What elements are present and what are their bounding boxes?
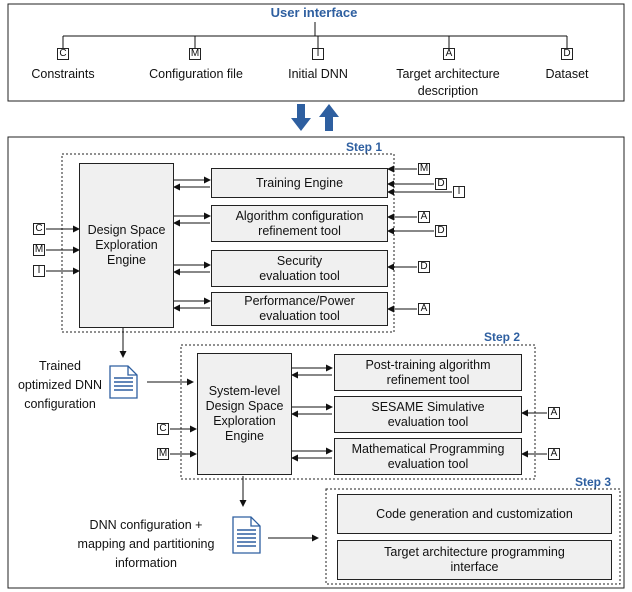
initial-dnn-tag: I — [312, 48, 324, 60]
math-tag-a: A — [548, 448, 560, 460]
code-generation-box: Code generation and customization — [337, 494, 612, 534]
algorithm-configuration-refinement-box: Algorithm configuration refinement tool — [211, 205, 388, 242]
sesame-simulative-box: SESAME Simulative evaluation tool — [334, 396, 522, 433]
dataset-tag: D — [561, 48, 573, 60]
security-evaluation-box: Security evaluation tool — [211, 250, 388, 287]
step1-frame — [61, 153, 395, 333]
down-arrow-icon — [291, 104, 311, 131]
engine1-input-m: M — [33, 244, 45, 256]
up-arrow-icon — [319, 104, 339, 131]
mathematical-programming-box: Mathematical Programming evaluation tool — [334, 438, 522, 475]
constraints-tag: C — [57, 48, 69, 60]
algorithm-tag-a: A — [418, 211, 430, 223]
mapping-configuration-label: DNN configuration + mapping and partitio… — [77, 518, 215, 570]
training-tag-i: I — [453, 186, 465, 198]
algorithm-tag-d: D — [435, 225, 447, 237]
user-interface-title: User interface — [270, 5, 358, 20]
engine1-input-i: I — [33, 265, 45, 277]
step2-title: Step 2 — [484, 330, 521, 344]
steps-frame — [7, 136, 625, 589]
design-space-exploration-engine: Design Space Exploration Engine — [79, 163, 174, 328]
target-architecture-tag: A — [443, 48, 455, 60]
trained-configuration-label: Trained optimized DNN configuration — [17, 359, 103, 411]
constraints-label: Constraints — [31, 67, 95, 81]
training-tag-d: D — [435, 178, 447, 190]
training-engine-box: Training Engine — [211, 168, 388, 198]
engine2-input-m: M — [157, 448, 169, 460]
document-icon — [232, 516, 261, 554]
step1-title: Step 1 — [346, 140, 383, 154]
configuration-file-tag: M — [189, 48, 201, 60]
document-icon — [109, 365, 138, 399]
dataset-label: Dataset — [545, 67, 589, 81]
target-architecture-label: Target architecture description — [396, 67, 500, 98]
performance-tag-a: A — [418, 303, 430, 315]
step2-frame — [180, 344, 536, 480]
configuration-file-label: Configuration file — [149, 67, 243, 81]
step3-title: Step 3 — [575, 475, 612, 489]
post-training-refinement-box: Post-training algorithm refinement tool — [334, 354, 522, 391]
performance-power-evaluation-box: Performance/Power evaluation tool — [211, 292, 388, 326]
engine2-input-c: C — [157, 423, 169, 435]
engine1-input-c: C — [33, 223, 45, 235]
sesame-tag-a: A — [548, 407, 560, 419]
initial-dnn-label: Initial DNN — [288, 67, 348, 81]
training-tag-m: M — [418, 163, 430, 175]
user-interface-frame — [7, 3, 625, 102]
security-tag-d: D — [418, 261, 430, 273]
step3-frame — [325, 488, 621, 585]
system-level-engine: System-level Design Space Exploration En… — [197, 353, 292, 475]
target-architecture-interface-box: Target architecture programming interfac… — [337, 540, 612, 580]
